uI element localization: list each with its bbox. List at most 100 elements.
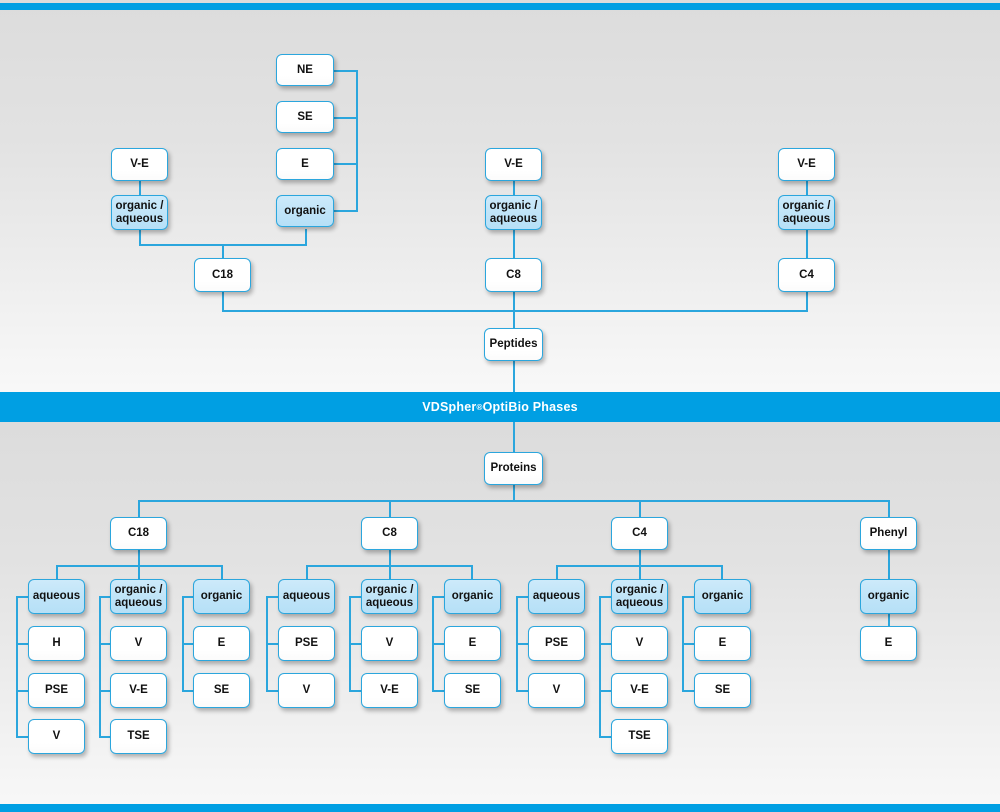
- connector-banner-to-proteins: [513, 421, 515, 453]
- stub-c18-oa-1: [99, 643, 113, 645]
- connector-oa-mid-to-c8: [513, 229, 515, 258]
- connector-se-to-spine: [334, 117, 358, 119]
- stub-c4-oa-head: [599, 596, 613, 598]
- node-proteins-phase-c8[interactable]: C8: [361, 517, 418, 550]
- node-phenyl-organic-e[interactable]: E: [860, 626, 917, 661]
- stub-c8-organic-2: [432, 690, 446, 692]
- node-c8-oa-v[interactable]: V: [361, 626, 418, 661]
- node-c8-group-aqueous[interactable]: aqueous: [278, 579, 335, 614]
- stub-c4-organic-head: [682, 596, 696, 598]
- connector-phenyl-organic-to-e: [888, 614, 890, 629]
- node-peptides-c18-oa-ve[interactable]: V-E: [111, 148, 168, 181]
- stub-c8-organic-head: [432, 596, 446, 598]
- connector-proteins-down: [513, 485, 515, 501]
- node-peptides-c8-group-organic-aqueous[interactable]: organic / aqueous: [485, 195, 542, 230]
- node-c4-aqueous-pse[interactable]: PSE: [528, 626, 585, 661]
- stub-c18-aqueous-3: [16, 736, 30, 738]
- node-phenyl-group-organic[interactable]: organic: [860, 579, 917, 614]
- node-c18-oa-ve[interactable]: V-E: [110, 673, 167, 708]
- node-c18-group-organic[interactable]: organic: [193, 579, 250, 614]
- stub-c18-aqueous-head: [16, 596, 30, 598]
- node-peptides-c18-group-organic[interactable]: organic: [276, 195, 334, 227]
- node-peptides-c18-organic-se[interactable]: SE: [276, 101, 334, 133]
- node-c18-organic-e[interactable]: E: [193, 626, 250, 661]
- node-c4-group-organic-aqueous[interactable]: organic / aqueous: [611, 579, 668, 614]
- connector-c4b-to-organic: [721, 565, 723, 579]
- node-root-proteins[interactable]: Proteins: [484, 452, 543, 485]
- connector-oa-left-down: [139, 229, 141, 245]
- connector-bus-to-c4-bottom: [639, 500, 641, 517]
- node-c4-aqueous-v[interactable]: V: [528, 673, 585, 708]
- node-c18-aqueous-v[interactable]: V: [28, 719, 85, 754]
- node-c4-organic-se[interactable]: SE: [694, 673, 751, 708]
- stub-c8-oa-1: [349, 643, 363, 645]
- node-peptides-c18-organic-e[interactable]: E: [276, 148, 334, 180]
- node-peptides-phase-c8[interactable]: C8: [485, 258, 542, 292]
- connector-ne-to-spine: [334, 70, 358, 72]
- node-peptides-c4-group-organic-aqueous[interactable]: organic / aqueous: [778, 195, 835, 230]
- connector-c18b-to-aqueous: [56, 565, 58, 579]
- stub-c18-oa-3: [99, 736, 113, 738]
- node-c18-group-aqueous[interactable]: aqueous: [28, 579, 85, 614]
- connector-c4b-to-oa: [639, 565, 641, 579]
- node-c8-aqueous-v[interactable]: V: [278, 673, 335, 708]
- node-root-peptides[interactable]: Peptides: [484, 328, 543, 361]
- node-c18-aqueous-pse[interactable]: PSE: [28, 673, 85, 708]
- node-c8-organic-e[interactable]: E: [444, 626, 501, 661]
- node-c4-oa-v[interactable]: V: [611, 626, 668, 661]
- connector-peptides-to-banner: [513, 361, 515, 393]
- node-peptides-phase-c4[interactable]: C4: [778, 258, 835, 292]
- node-c8-organic-se[interactable]: SE: [444, 673, 501, 708]
- stub-c8-oa-head: [349, 596, 363, 598]
- node-peptides-phase-c18[interactable]: C18: [194, 258, 251, 292]
- node-c4-oa-ve[interactable]: V-E: [611, 673, 668, 708]
- node-c8-group-organic-aqueous[interactable]: organic / aqueous: [361, 579, 418, 614]
- top-accent-strip: [0, 3, 1000, 10]
- connector-c4b-down: [639, 550, 641, 566]
- node-c8-oa-ve[interactable]: V-E: [361, 673, 418, 708]
- node-c4-group-organic[interactable]: organic: [694, 579, 751, 614]
- stub-c8-aqueous-1: [266, 643, 280, 645]
- connector-phenyl-to-organic: [888, 550, 890, 579]
- node-c4-organic-e[interactable]: E: [694, 626, 751, 661]
- stub-c18-oa-2: [99, 690, 113, 692]
- connector-c18b-down: [138, 550, 140, 566]
- connector-c18-down: [222, 292, 224, 311]
- node-c18-oa-tse[interactable]: TSE: [110, 719, 167, 754]
- node-c8-group-organic[interactable]: organic: [444, 579, 501, 614]
- connector-bus-to-c18-bottom: [138, 500, 140, 517]
- connector-c8-to-peptides: [513, 292, 515, 328]
- spine-c18-aqueous: [16, 596, 18, 736]
- node-proteins-phase-phenyl[interactable]: Phenyl: [860, 517, 917, 550]
- stub-c18-aqueous-2: [16, 690, 30, 692]
- node-proteins-phase-c18[interactable]: C18: [110, 517, 167, 550]
- connector-ve-mid-to-oa: [513, 181, 515, 196]
- node-c4-group-aqueous[interactable]: aqueous: [528, 579, 585, 614]
- stub-c8-aqueous-head: [266, 596, 280, 598]
- connector-organic-to-spine: [334, 210, 358, 212]
- node-c18-oa-v[interactable]: V: [110, 626, 167, 661]
- bottom-accent-strip: [0, 804, 1000, 812]
- connector-e-to-spine: [334, 163, 358, 165]
- node-c18-group-organic-aqueous[interactable]: organic / aqueous: [110, 579, 167, 614]
- node-c18-aqueous-h[interactable]: H: [28, 626, 85, 661]
- node-c4-oa-tse[interactable]: TSE: [611, 719, 668, 754]
- banner-title: VDSpher® OptiBio Phases: [422, 400, 578, 414]
- node-peptides-c18-group-organic-aqueous[interactable]: organic / aqueous: [111, 195, 168, 230]
- connector-peptides-bus: [222, 310, 808, 312]
- stub-c4-aqueous-2: [516, 690, 530, 692]
- node-c8-aqueous-pse[interactable]: PSE: [278, 626, 335, 661]
- stub-c18-organic-2: [182, 690, 196, 692]
- node-peptides-c8-oa-ve[interactable]: V-E: [485, 148, 542, 181]
- node-c18-organic-se[interactable]: SE: [193, 673, 250, 708]
- node-peptides-c4-oa-ve[interactable]: V-E: [778, 148, 835, 181]
- connector-c18b-to-oa: [138, 565, 140, 579]
- stub-c8-aqueous-2: [266, 690, 280, 692]
- node-proteins-phase-c4[interactable]: C4: [611, 517, 668, 550]
- stub-c4-aqueous-head: [516, 596, 530, 598]
- connector-ve-right-to-oa: [806, 181, 808, 196]
- connector-c8b-to-organic: [471, 565, 473, 579]
- node-peptides-c18-organic-ne[interactable]: NE: [276, 54, 334, 86]
- connector-c8b-to-aqueous: [306, 565, 308, 579]
